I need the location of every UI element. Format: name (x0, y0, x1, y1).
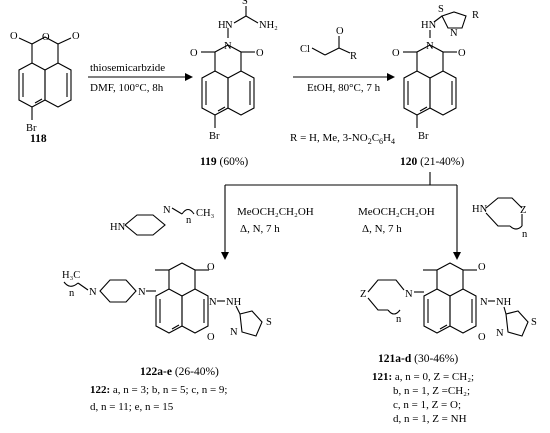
atom-n-chain-122: n (69, 288, 75, 299)
compound-118-label: 118 (30, 133, 47, 145)
reagent-step1-bottom: DMF, 100°C, 8h (90, 82, 164, 94)
atom-n-imide-121: N (480, 297, 488, 308)
reagent-left-conditions: Δ, N, 7 h (240, 223, 280, 235)
atom-o-left-118: O (10, 31, 18, 42)
reagent-cyclic-amine: HN n Z (472, 197, 528, 240)
arrow-step1 (88, 73, 193, 81)
atom-s-thz-122: S (266, 317, 272, 328)
atom-n1-121: N (405, 289, 413, 300)
compound-121-variants-1: 121: a, n = 0, Z = CH₂; (372, 371, 474, 383)
reagent-step1-top: thiosemicarbzide (90, 62, 165, 74)
atom-n1-122: N (89, 287, 97, 298)
reagent-step2-bottom: EtOH, 80°C, 7 h (307, 82, 381, 94)
atom-o-left-119: O (190, 48, 198, 59)
atom-o-right-119: O (256, 48, 264, 59)
atom-s-119: S (242, 0, 248, 7)
atom-n-cyclic: n (522, 229, 528, 240)
atom-z-121: Z (360, 289, 366, 300)
r-definition: R = H, Me, 3-NO2C6H4 (290, 132, 395, 146)
atom-hn-120: HN (421, 20, 437, 31)
atom-br-118: Br (26, 123, 37, 134)
atom-s-120: S (438, 4, 444, 15)
atom-n-thz-121: N (496, 328, 504, 339)
compound-121-variants-4: d, n = 1, Z = NH (393, 413, 467, 425)
atom-o-ketone: O (336, 26, 344, 37)
atom-nh-119: H (218, 20, 226, 31)
atom-o-bottom-121: O (478, 332, 486, 343)
atom-n-imide-122: N (209, 297, 217, 308)
compound-120-label: 120 (21-40%) (400, 156, 464, 168)
atom-cl: Cl (300, 44, 310, 55)
compound-120-structure: O O N HN S N R Br (392, 4, 479, 142)
compound-119-label: 119 (60%) (200, 156, 248, 168)
reagent-right-solvent: MeOCH₂CH₂OH (358, 206, 435, 218)
compound-122-label: 122a-e (26-40%) (140, 366, 219, 378)
atom-o-bottom-122: O (207, 332, 215, 343)
atom-o-top-122: O (207, 262, 215, 273)
atom-br-120: Br (418, 131, 429, 142)
compound-122-variants-2: d, n = 11; e, n = 15 (90, 401, 174, 413)
atom-o-right-120: O (458, 48, 466, 59)
atom-hn-cyclic: HN (472, 204, 488, 215)
reagent-right-conditions: Δ, N, 7 h (362, 223, 402, 235)
compound-122-structure: H₃C n N N O O N NH N S (62, 262, 272, 343)
atom-n-119: N (224, 41, 232, 52)
atom-o-top-121: O (478, 262, 486, 273)
reagent-left-solvent: MeOCH₂CH₂OH (237, 206, 314, 218)
reagent-alkylpiperazine: HN N n CH₃ (110, 205, 215, 236)
compound-122-variants-1: 122: a, n = 3; b, n = 5; c, n = 9; (90, 384, 227, 396)
atom-ch3-left: CH₃ (196, 208, 215, 219)
atom-z-cyclic: Z (520, 205, 526, 216)
atom-nh-121: NH (496, 297, 512, 308)
atom-nh2-119: NH₂ (259, 20, 278, 31)
compound-121-label: 121a-d (30-46%) (378, 353, 458, 365)
atom-o-ring-118: O (42, 32, 50, 43)
atom-r-120: R (472, 10, 479, 21)
atom-o-left-120: O (392, 48, 400, 59)
branch-arrows (221, 172, 461, 260)
compound-121-variants-3: c, n = 1, Z = O; (393, 399, 461, 411)
atom-n-piperazine: N (163, 205, 171, 216)
atom-n-thz-122: N (230, 327, 238, 338)
reagent-chloroketone: Cl O R (300, 26, 357, 62)
atom-r-ketone: R (350, 51, 357, 62)
atom-n2-119: N (225, 20, 233, 31)
atom-s-thz-121: S (531, 317, 537, 328)
atom-n-chain-left: n (186, 215, 192, 226)
atom-br-119: Br (209, 131, 220, 142)
compound-119-structure: O O N H N S NH₂ Br (190, 0, 278, 142)
atom-o-right-118: O (72, 31, 80, 42)
compound-121-structure: Z n N O O N NH N S (360, 262, 537, 343)
atom-hn-piperazine: HN (110, 222, 126, 233)
compound-121-variants-2: b, n = 1, Z =CH₂; (393, 385, 470, 397)
atom-h3c-122: H₃C (62, 270, 80, 281)
atom-n-ring-121: n (396, 314, 402, 325)
atom-n-120: N (426, 41, 434, 52)
atom-n2-122: N (138, 287, 146, 298)
compound-118-structure: O O O Br (10, 31, 80, 134)
atom-nh-122: NH (226, 297, 242, 308)
arrow-step2 (293, 73, 395, 81)
atom-n-thz-120: N (450, 28, 458, 39)
